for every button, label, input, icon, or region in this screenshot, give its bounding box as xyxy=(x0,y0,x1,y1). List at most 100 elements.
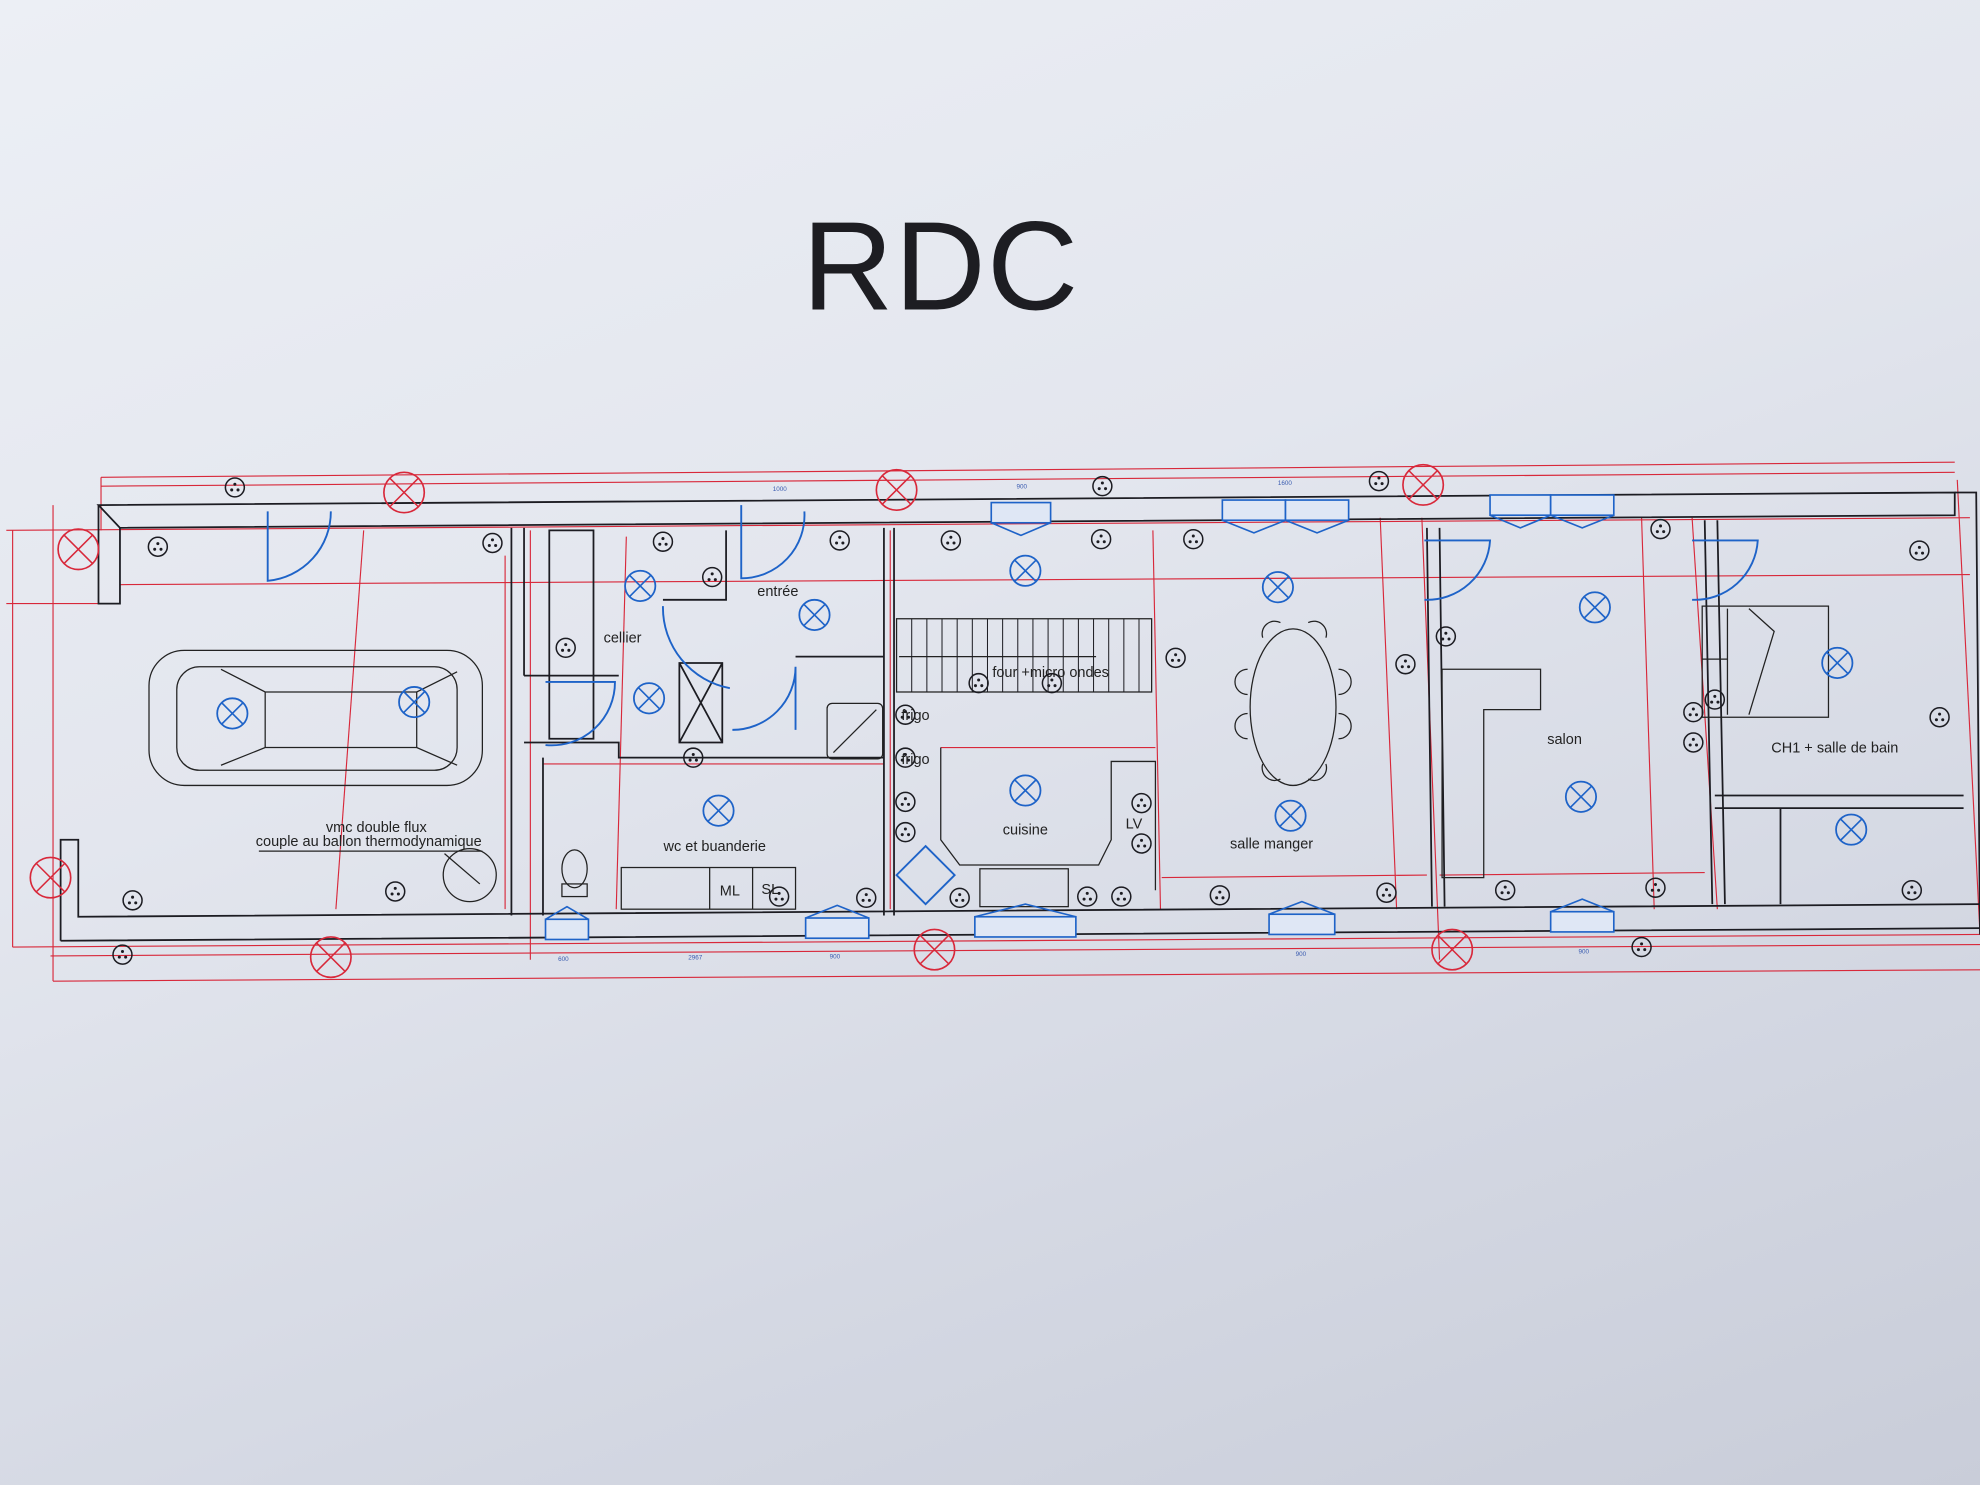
ceiling-lights xyxy=(216,554,1868,846)
window-icon xyxy=(1549,494,1615,529)
room-label-cellier: cellier xyxy=(604,631,642,647)
power-outlet-icon xyxy=(1090,528,1112,550)
frigo-label: frigo xyxy=(901,752,929,768)
window-icon xyxy=(990,501,1052,537)
power-outlet-icon xyxy=(652,531,674,552)
window-icon xyxy=(1268,900,1336,936)
power-outlet-icon xyxy=(1209,885,1231,906)
bed xyxy=(1701,605,1830,718)
window-icon xyxy=(974,903,1077,938)
room-label-salon: salon xyxy=(1547,732,1582,748)
dimension-lines xyxy=(6,461,1980,982)
power-outlet-icon xyxy=(701,566,723,588)
power-outlet-icon xyxy=(112,944,133,965)
power-outlet-icon xyxy=(1368,470,1390,492)
dimension-label: 900 xyxy=(830,953,841,960)
exterior-light-icon xyxy=(383,471,426,514)
power-outlet-icon xyxy=(1901,880,1923,901)
power-outlet-icon xyxy=(122,890,143,911)
ceiling-light-icon xyxy=(633,682,666,715)
ceiling-light-icon xyxy=(1578,591,1611,624)
dimension-label: 900 xyxy=(1017,484,1028,491)
power-outlet-icon xyxy=(555,637,576,659)
power-outlet-icon xyxy=(1929,707,1950,728)
exterior-light-icon xyxy=(1402,463,1445,506)
window-icon xyxy=(1549,898,1615,933)
power-outlet-icon xyxy=(1395,653,1416,675)
power-outlet-icon xyxy=(1909,540,1930,561)
car xyxy=(148,649,484,787)
sofa xyxy=(1441,668,1542,879)
power-outlet-icon xyxy=(1435,626,1457,647)
power-outlet-icon xyxy=(1111,886,1132,907)
room-label-salle-manger: salle manger xyxy=(1230,837,1313,853)
power-outlet-icon xyxy=(895,704,916,725)
power-outlet-icon xyxy=(1131,792,1152,814)
ceiling-light-icon xyxy=(1564,780,1598,813)
ceiling-light-icon xyxy=(216,697,249,730)
window-icon xyxy=(804,904,870,940)
exterior-light-icon xyxy=(913,928,956,971)
dimension-label: 2967 xyxy=(688,955,703,962)
doors xyxy=(266,505,1759,747)
vmc-label-2: couple au ballon thermodynamique xyxy=(256,834,482,850)
ceiling-light-icon xyxy=(1835,813,1868,846)
power-outlet-icon xyxy=(683,747,704,768)
stairs xyxy=(895,618,1153,693)
window-icon xyxy=(544,905,590,941)
dimension-label: 600 xyxy=(558,956,569,963)
vmc-unit xyxy=(258,847,497,903)
outlets xyxy=(112,470,1950,965)
dimension-label: 900 xyxy=(1578,948,1589,955)
washing-machine-label: ML xyxy=(720,883,740,899)
power-outlet-icon xyxy=(768,886,790,907)
ceiling-light-icon xyxy=(1261,571,1294,604)
plan-title: RDC xyxy=(802,195,1079,336)
ceiling-light-icon xyxy=(798,598,831,631)
ceiling-light-icon xyxy=(1821,646,1854,679)
power-outlet-icon xyxy=(1704,689,1726,710)
dimension-label: 1000 xyxy=(773,486,788,493)
exterior-light-icon xyxy=(29,856,72,899)
power-outlet-icon xyxy=(482,532,503,554)
window-icon xyxy=(1284,499,1350,534)
power-outlet-icon xyxy=(1650,518,1671,540)
power-outlet-icon xyxy=(1494,880,1516,901)
window-icon xyxy=(1221,499,1287,534)
ceiling-light-icon xyxy=(398,686,431,719)
exterior-light-icon xyxy=(57,528,100,571)
ceiling-light-icon xyxy=(702,794,735,827)
power-outlet-icon xyxy=(1183,528,1204,550)
power-outlet-icon xyxy=(1165,647,1186,669)
power-outlet-icon xyxy=(147,536,169,558)
walls xyxy=(59,491,1980,942)
dining-table xyxy=(1234,620,1352,787)
power-outlet-icon xyxy=(1376,882,1397,903)
window-icon xyxy=(1489,494,1552,529)
power-outlet-icon xyxy=(856,887,877,909)
exterior-light-icon xyxy=(875,468,918,511)
dimension-label: 1600 xyxy=(1278,480,1293,487)
oven-label: four +micro ondes xyxy=(992,665,1109,681)
power-outlet-icon xyxy=(1645,877,1666,898)
room-label-lv: LV xyxy=(1126,816,1143,832)
power-outlet-icon xyxy=(224,477,246,498)
dimension-labels: 1000 900 1600 600 2967 900 900 900 xyxy=(558,480,1589,963)
exterior-lights xyxy=(29,463,1474,979)
dryer-label: SL xyxy=(761,882,779,898)
power-outlet-icon xyxy=(895,791,916,813)
power-outlet-icon xyxy=(968,672,989,694)
power-outlet-icon xyxy=(1077,886,1098,907)
power-outlet-icon xyxy=(1631,936,1652,958)
ceiling-light-icon xyxy=(1274,799,1307,832)
ceiling-light-icon xyxy=(624,569,657,602)
ceiling-light-icon xyxy=(1009,774,1042,807)
vmc-label: vmc double flux xyxy=(326,820,428,836)
room-labels: cellier entrée wc et buanderie cuisine L… xyxy=(256,584,1899,899)
exterior-light-icon xyxy=(1431,928,1474,971)
frigo-label: frigo xyxy=(901,708,929,724)
room-label-wc-buanderie: wc et buanderie xyxy=(662,839,765,855)
power-outlet-icon xyxy=(1683,701,1704,723)
exterior-light-icon xyxy=(309,936,352,979)
